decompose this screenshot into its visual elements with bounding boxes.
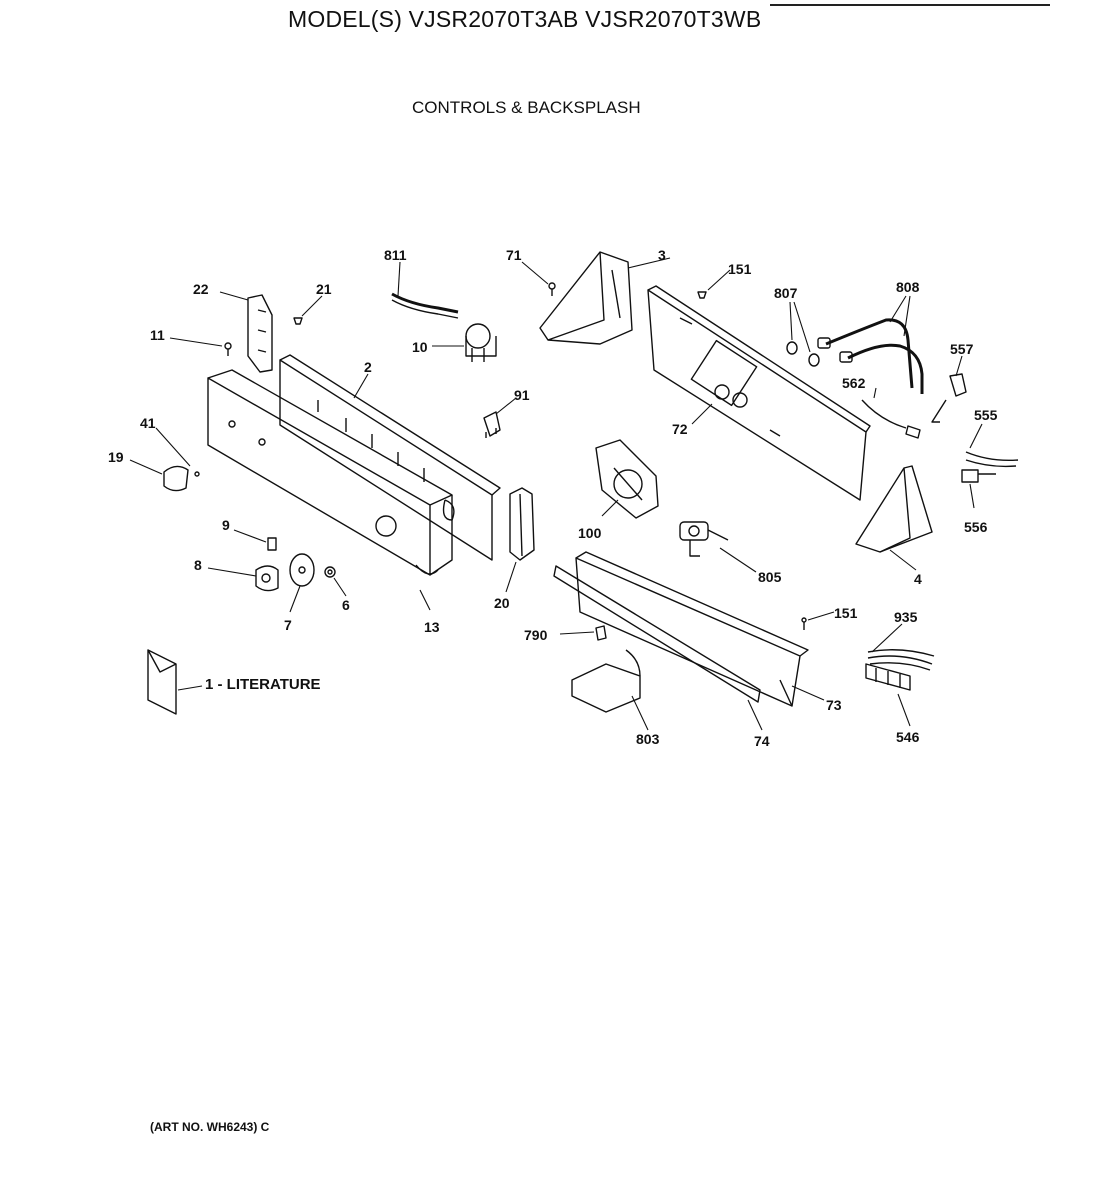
washers-807 [786, 341, 820, 367]
wire-harness-555 [965, 451, 1019, 468]
callout-4: 4 [914, 571, 922, 587]
end-cap-4 [855, 465, 933, 553]
hose-811 [391, 292, 459, 319]
clip-9 [267, 537, 277, 551]
callout-91: 91 [514, 387, 530, 403]
screw-151-bottom [801, 617, 807, 630]
callout-74: 74 [754, 733, 770, 749]
header-rule [770, 4, 1050, 6]
control-panel-frame [279, 354, 501, 561]
callout-555: 555 [974, 407, 998, 423]
callout-808: 808 [896, 279, 920, 295]
callout-22: 22 [193, 281, 209, 297]
control-panel-front [207, 369, 453, 576]
cord-clamp-557 [931, 373, 967, 423]
part-callout-labels: 811 71 3 151 807 808 22 21 11 10 2 91 72… [108, 247, 998, 749]
callout-11: 11 [150, 327, 165, 343]
knob-8 [255, 565, 279, 592]
page-title: MODEL(S) VJSR2070T3AB VJSR2070T3WB [288, 6, 762, 32]
connector-546 [865, 663, 911, 691]
callout-21: 21 [316, 281, 332, 297]
section-subtitle: CONTROLS & BACKSPLASH [412, 98, 641, 117]
callout-805: 805 [758, 569, 782, 585]
screw-11 [224, 342, 232, 356]
callout-151-bottom: 151 [834, 605, 858, 621]
backsplash-rear-panel-72 [647, 285, 871, 501]
callout-72: 72 [672, 421, 688, 437]
callout-19: 19 [108, 449, 124, 465]
left-bracket-22 [247, 294, 273, 373]
callout-8: 8 [194, 557, 202, 573]
connector-556 [961, 469, 996, 483]
wire-562 [861, 399, 921, 439]
callout-935: 935 [894, 609, 918, 625]
callout-556: 556 [964, 519, 988, 535]
literature-label: 1 - LITERATURE [205, 676, 321, 693]
clip-790 [595, 625, 607, 641]
callout-20: 20 [494, 595, 510, 611]
callout-13: 13 [424, 619, 440, 635]
nut-6 [324, 566, 336, 578]
callout-100: 100 [578, 525, 602, 541]
screw-71 [548, 282, 556, 296]
leader-lines [129, 257, 983, 731]
callout-807: 807 [774, 285, 798, 301]
callout-9: 9 [222, 517, 230, 533]
dial-7 [289, 553, 315, 587]
board-803 [571, 649, 641, 713]
callout-562: 562 [842, 375, 866, 391]
end-trim-20 [509, 487, 535, 561]
callout-10: 10 [412, 339, 428, 355]
literature-envelope-icon [147, 649, 177, 715]
wire-harness-935 [867, 649, 935, 671]
callout-73: 73 [826, 697, 842, 713]
screw-151-top [697, 291, 707, 299]
switch-91 [483, 411, 501, 438]
end-cap-3 [539, 251, 633, 345]
callout-811: 811 [384, 247, 407, 263]
trim-strip-74 [553, 565, 761, 703]
screw-21 [293, 317, 303, 325]
callout-790: 790 [524, 627, 548, 643]
callout-71: 71 [506, 247, 522, 263]
callout-557: 557 [950, 341, 974, 357]
callout-41: 41 [140, 415, 156, 431]
pressure-switch-10 [465, 323, 497, 362]
knob-19 [163, 465, 200, 492]
art-number: (ART NO. WH6243) C [150, 1120, 270, 1134]
callout-803: 803 [636, 731, 660, 747]
hoses-808 [817, 318, 924, 394]
water-valve-805 [679, 521, 729, 557]
callout-7: 7 [284, 617, 292, 633]
timer-100 [595, 439, 659, 519]
callout-3: 3 [658, 247, 666, 263]
callout-151-top: 151 [728, 261, 752, 277]
callout-6: 6 [342, 597, 350, 613]
callout-2: 2 [364, 359, 372, 375]
callout-546: 546 [896, 729, 920, 745]
base-trim-73 [575, 551, 809, 707]
